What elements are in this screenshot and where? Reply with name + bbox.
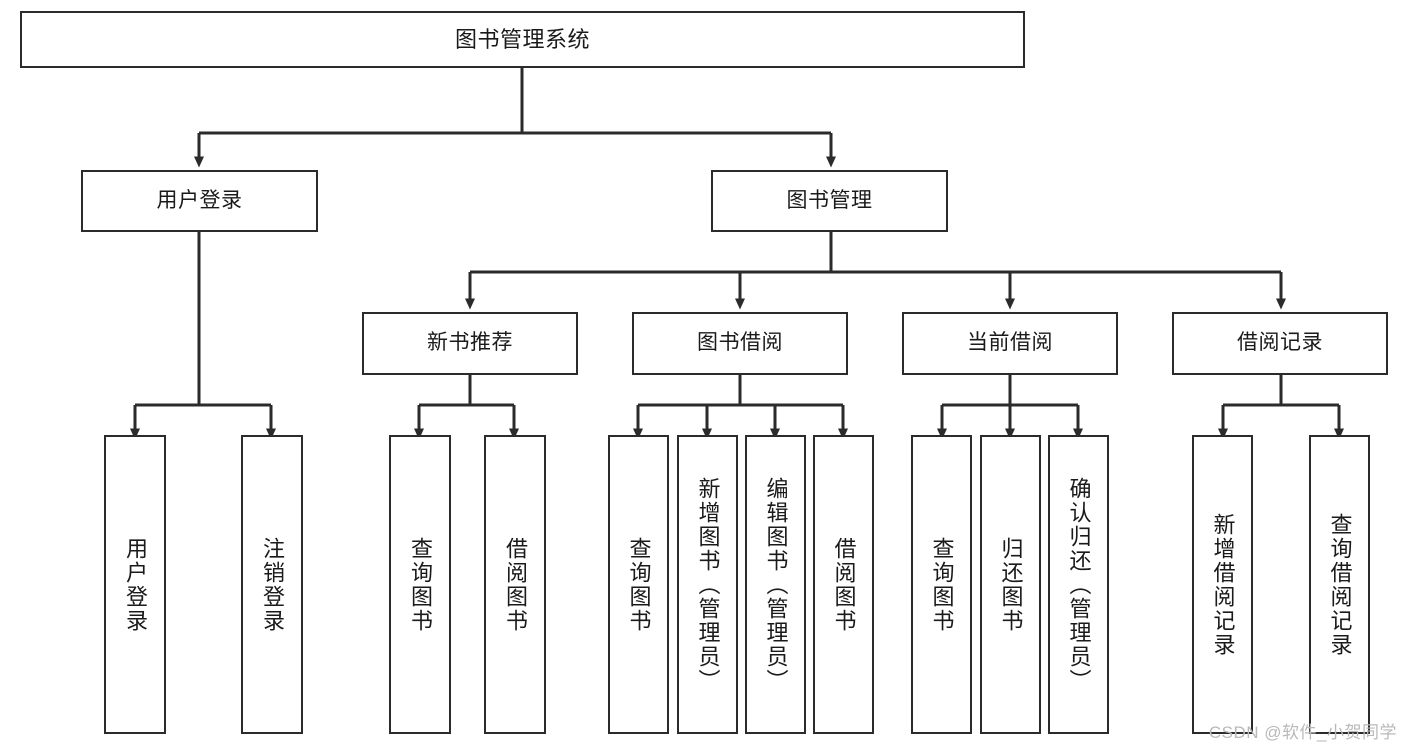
node-leaf-query-book-current[interactable]: 查询图书 [911, 435, 972, 734]
node-label: 图书借阅 [697, 331, 783, 355]
node-label: 图书管理 [786, 188, 873, 212]
node-book-borrow[interactable]: 图书借阅 [632, 312, 848, 375]
node-leaf-query-book-borrow[interactable]: 查询图书 [608, 435, 669, 734]
node-leaf-borrow-book[interactable]: 借阅图书 [813, 435, 874, 734]
node-label: 归还图书 [998, 536, 1024, 633]
node-label: 新增借阅记录 [1210, 512, 1236, 657]
node-label: 借阅图书 [503, 536, 528, 633]
node-label: 图书管理系统 [454, 26, 590, 52]
node-leaf-add-book-admin[interactable]: 新增图书（管理员） [677, 435, 738, 734]
node-label: 查询图书 [626, 536, 652, 633]
node-label: 用户登录 [156, 188, 243, 212]
node-leaf-query-book-recommend[interactable]: 查询图书 [389, 435, 451, 734]
node-label: 新书推荐 [427, 331, 513, 355]
node-new-book-recommend[interactable]: 新书推荐 [362, 312, 578, 375]
node-label: 确认归还（管理员） [1066, 476, 1092, 693]
node-label: 查询图书 [929, 536, 955, 633]
node-label: 用户登录 [123, 536, 148, 633]
node-root-book-management-system[interactable]: 图书管理系统 [20, 11, 1025, 68]
node-current-borrow[interactable]: 当前借阅 [902, 312, 1118, 375]
node-leaf-logout[interactable]: 注销登录 [241, 435, 303, 734]
node-label: 查询图书 [408, 536, 433, 633]
node-leaf-user-login[interactable]: 用户登录 [104, 435, 166, 734]
node-book-management[interactable]: 图书管理 [711, 170, 948, 232]
node-user-login[interactable]: 用户登录 [81, 170, 318, 232]
node-leaf-query-borrow-record[interactable]: 查询借阅记录 [1309, 435, 1370, 734]
node-leaf-add-borrow-record[interactable]: 新增借阅记录 [1192, 435, 1253, 734]
node-leaf-edit-book-admin[interactable]: 编辑图书（管理员） [745, 435, 806, 734]
node-leaf-borrow-book-recommend[interactable]: 借阅图书 [484, 435, 546, 734]
node-label: 编辑图书（管理员） [763, 476, 789, 693]
node-label: 借阅记录 [1237, 331, 1323, 355]
node-label: 当前借阅 [967, 331, 1053, 355]
node-borrow-record[interactable]: 借阅记录 [1172, 312, 1388, 375]
node-label: 新增图书（管理员） [695, 476, 721, 693]
node-leaf-confirm-return-admin[interactable]: 确认归还（管理员） [1048, 435, 1109, 734]
node-label: 借阅图书 [831, 536, 857, 633]
node-leaf-return-book[interactable]: 归还图书 [980, 435, 1041, 734]
node-label: 查询借阅记录 [1327, 512, 1353, 657]
watermark-text: CSDN @软件_小贺同学 [1208, 723, 1397, 742]
node-label: 注销登录 [260, 536, 285, 633]
